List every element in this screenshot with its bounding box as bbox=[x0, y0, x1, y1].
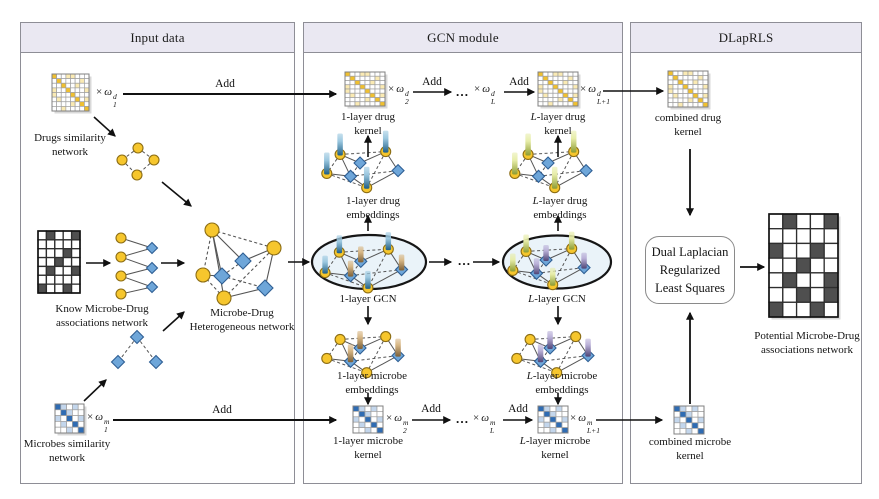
microbe-kernel-1-label: 1-layer microbe kernel bbox=[333, 435, 403, 462]
microbe-kernel-L-rest: -layer microbe kernel bbox=[525, 435, 591, 462]
ellipsis-drug-row: … bbox=[455, 84, 469, 99]
gcn-L-rest: -layer GCN bbox=[534, 293, 586, 305]
potential-associations-label: Potential Microbe-Drug associations netw… bbox=[754, 330, 860, 357]
add-label-drug-1: Add bbox=[422, 76, 442, 88]
ellipsis-microbe-row: … bbox=[455, 411, 469, 426]
panel-dlaprls-header: DLapRLS bbox=[631, 23, 861, 53]
microbe-kernel-L-label: L-layer microbe kernel bbox=[510, 434, 600, 463]
dlaprls-box: Dual Laplacian Regularized Least Squares bbox=[645, 236, 735, 304]
dlaprls-box-line3: Least Squares bbox=[655, 281, 725, 296]
microbes-similarity-label: Microbes similarity network bbox=[23, 438, 111, 465]
dlaprls-box-line1: Dual Laplacian bbox=[651, 244, 729, 259]
ellipsis-gcn-row: … bbox=[457, 253, 471, 268]
add-label-microbe-input: Add bbox=[212, 404, 232, 416]
dlaprls-box-line2: Regularized bbox=[659, 262, 721, 277]
panel-gcn-module: GCN module bbox=[303, 22, 623, 484]
add-label-drug-2: Add bbox=[509, 76, 529, 88]
gcn-L-label: L-layer GCN bbox=[517, 292, 597, 306]
combined-drug-kernel-label: combined drug kernel bbox=[654, 112, 722, 139]
drug-kernel-1-label: 1-layer drug kernel bbox=[340, 111, 396, 138]
drug-embeddings-L-rest: -layer drug embeddings bbox=[533, 195, 588, 222]
drugs-similarity-label: Drugs similarity network bbox=[34, 132, 106, 159]
add-label-microbe-2: Add bbox=[508, 403, 528, 415]
drug-kernel-L-label: L-layer drug kernel bbox=[520, 110, 596, 139]
heterogeneous-network-label: Microbe-Drug Heterogeneous network bbox=[189, 307, 295, 334]
add-label-microbe-1: Add bbox=[421, 403, 441, 415]
panel-input-data-header: Input data bbox=[21, 23, 294, 53]
panel-gcn-module-header: GCN module bbox=[304, 23, 622, 53]
gcn-1-label: 1-layer GCN bbox=[339, 293, 397, 305]
panel-input-data: Input data bbox=[20, 22, 295, 484]
drug-embeddings-L-label: L-layer drug embeddings bbox=[517, 194, 603, 223]
microbe-embeddings-L-label: L-layer microbe embeddings bbox=[517, 369, 607, 398]
panel-dlaprls: DLapRLS bbox=[630, 22, 862, 484]
drug-kernel-L-lead: L bbox=[530, 111, 537, 123]
microbe-kernel-L-lead: L bbox=[519, 435, 526, 447]
known-associations-label: Know Microbe-Drug associations network bbox=[55, 303, 149, 330]
drug-embeddings-L-lead: L bbox=[532, 195, 539, 207]
microbe-embeddings-L-rest: -layer microbe embeddings bbox=[532, 370, 598, 397]
microbe-embeddings-1-label: 1-layer microbe embeddings bbox=[337, 370, 407, 397]
add-label-drug-input: Add bbox=[215, 78, 235, 90]
microbe-embeddings-L-lead: L bbox=[526, 370, 533, 382]
drug-embeddings-1-label: 1-layer drug embeddings bbox=[345, 195, 401, 222]
drug-kernel-L-rest: -layer drug kernel bbox=[536, 111, 586, 138]
combined-microbe-kernel-label: combined microbe kernel bbox=[648, 436, 732, 463]
gcn-L-lead: L bbox=[528, 293, 535, 305]
